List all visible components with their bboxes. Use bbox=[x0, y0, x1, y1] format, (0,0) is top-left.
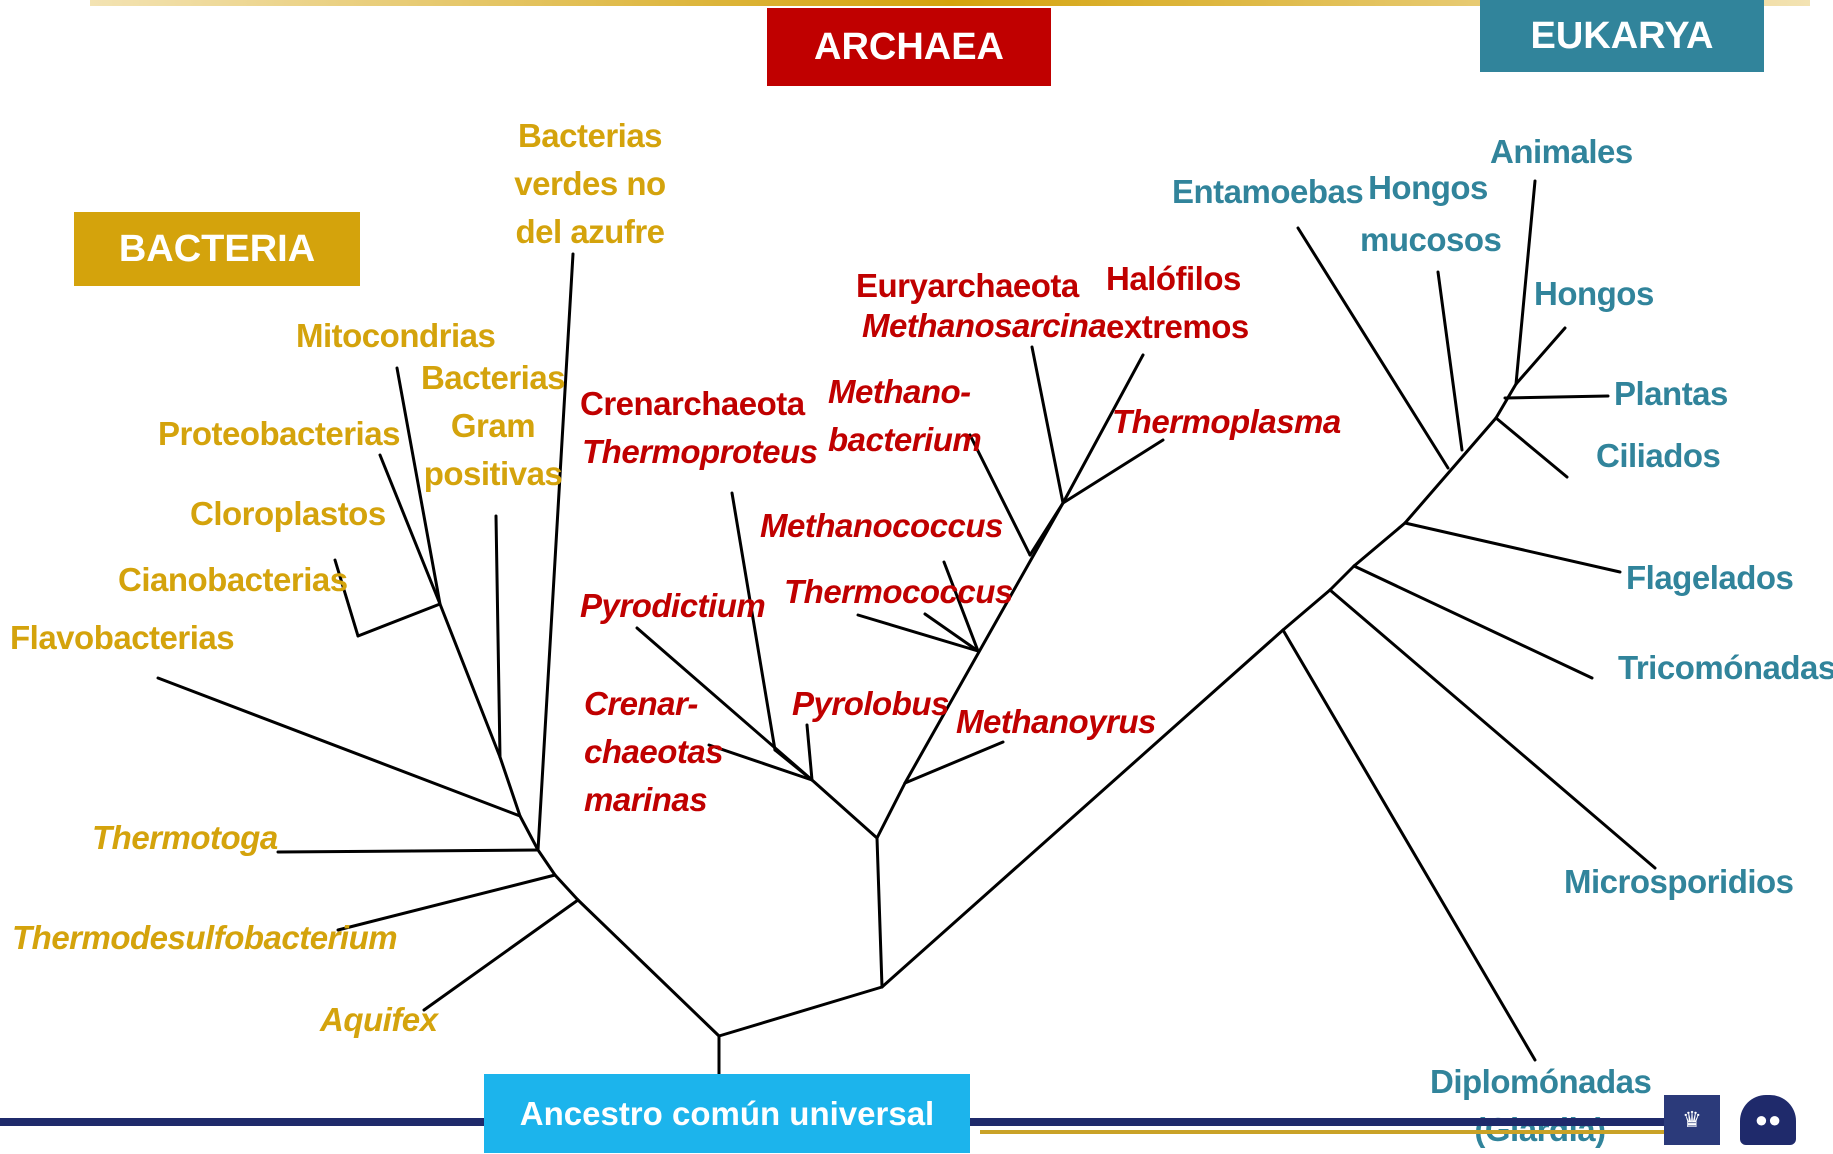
bacteria-node-e bbox=[438, 602, 502, 759]
label-methanopyrus: Methanoyrus bbox=[956, 703, 1156, 740]
microsporidia-branch bbox=[1328, 588, 1657, 870]
chloroplasts-branch bbox=[333, 558, 360, 638]
university-seal-icon: ♛ bbox=[1664, 1095, 1720, 1145]
archaea-domain-label: ARCHAEA bbox=[814, 25, 1004, 68]
eury-main bbox=[903, 501, 1065, 785]
label-methanococcus: Methanococcus bbox=[760, 507, 1003, 544]
eukarya-main bbox=[880, 628, 1285, 989]
label-pyrolobus: Pyrolobus bbox=[792, 685, 949, 722]
entamoebae-branch bbox=[1296, 226, 1450, 470]
bacteria-domain-label: BACTERIA bbox=[118, 227, 316, 270]
label-gram-positive-bacteria: Bacterias Gram positivas bbox=[420, 359, 566, 492]
label-ciliates: Ciliados bbox=[1596, 437, 1721, 474]
eury-upper bbox=[1028, 501, 1065, 557]
bacteria-node-b bbox=[536, 848, 557, 877]
slime-molds-branch bbox=[1436, 270, 1464, 452]
pyrolobus-branch bbox=[805, 723, 814, 782]
bacteria-node-d bbox=[498, 755, 522, 818]
methanobacterium-branch bbox=[968, 433, 1032, 557]
cyanobacteria-branch bbox=[356, 602, 442, 638]
label-extreme-halophiles: Halófilos extremos bbox=[1106, 260, 1249, 345]
ancestor-box: Ancestro común universal bbox=[484, 1074, 970, 1153]
thermoplasma-branch bbox=[1061, 438, 1165, 505]
crown-stem bbox=[1494, 382, 1518, 420]
methanococcus-branch bbox=[942, 560, 980, 653]
bacteria-node-c bbox=[518, 814, 540, 852]
label-trichomonads: Tricomónadas bbox=[1618, 649, 1833, 686]
label-methanosarcina: Methanosarcina bbox=[862, 307, 1107, 344]
label-fungi: Hongos bbox=[1534, 275, 1654, 312]
eukarya-domain-box: EUKARYA bbox=[1480, 0, 1764, 72]
eukarya-node-c bbox=[1352, 521, 1407, 568]
bacteria-domain-box: BACTERIA bbox=[74, 212, 360, 286]
faculty-logo-icon: ●● bbox=[1740, 1095, 1796, 1145]
thermococcus-tip bbox=[856, 613, 980, 653]
thermoproteus-branch bbox=[773, 748, 814, 782]
bottom-accent-rule bbox=[980, 1130, 1700, 1134]
methanosarcina-branch bbox=[1030, 345, 1065, 505]
halophile-branch bbox=[1061, 353, 1145, 505]
label-diplomonads: Diplomónadas (Giardia) bbox=[1430, 1063, 1652, 1148]
label-cyanobacteria: Cianobacterias bbox=[118, 561, 348, 598]
label-slime-molds: Hongos mucosos bbox=[1360, 169, 1502, 258]
label-microsporidia: Microsporidios bbox=[1564, 863, 1794, 900]
diplomonads-branch bbox=[1281, 628, 1537, 1062]
animals-branch bbox=[1514, 179, 1537, 386]
bacteria-node-a bbox=[553, 873, 580, 902]
bacteria-main bbox=[576, 898, 721, 1038]
thermoproteus-tip bbox=[730, 491, 777, 752]
label-flagellates: Flagelados bbox=[1626, 559, 1794, 596]
label-euryarchaeota: Euryarchaeota bbox=[856, 267, 1079, 304]
label-thermodesulfobacterium: Thermodesulfobacterium bbox=[12, 919, 398, 956]
eukarya-node-b bbox=[1328, 564, 1356, 592]
mitochondria-branch bbox=[395, 366, 442, 606]
label-chloroplasts: Cloroplastos bbox=[190, 495, 386, 532]
label-thermoproteus: Thermoproteus bbox=[582, 433, 818, 470]
methanopyrus-branch bbox=[903, 740, 1005, 785]
top-decorative-rule bbox=[90, 0, 1810, 6]
label-green-nonsulfur-bacteria: Bacterias verdes no del azufre bbox=[514, 117, 666, 250]
archaea-domain-box: ARCHAEA bbox=[767, 8, 1051, 86]
proteobacteria-branch bbox=[378, 453, 442, 606]
ancestor-label: Ancestro común universal bbox=[519, 1094, 935, 1132]
archaea-stem bbox=[875, 836, 884, 989]
label-proteobacteria: Proteobacterias bbox=[158, 415, 400, 452]
label-mitochondria: Mitocondrias bbox=[296, 317, 496, 354]
label-entamoebae: Entamoebas bbox=[1172, 173, 1364, 210]
crenarchaeota-stem bbox=[810, 778, 879, 840]
gram-positive-branch bbox=[494, 514, 502, 759]
trunk-right bbox=[717, 985, 884, 1038]
marine-crenarchaeota-branch bbox=[707, 743, 814, 782]
eukarya-node-a bbox=[1281, 588, 1332, 632]
label-aquifex: Aquifex bbox=[320, 1001, 438, 1038]
aquifex-branch bbox=[422, 898, 580, 1012]
green-nonsulfur-branch bbox=[536, 252, 575, 852]
eukarya-domain-label: EUKARYA bbox=[1530, 14, 1714, 57]
label-marine-crenarchaeota: Crenar- chaeotas marinas bbox=[584, 685, 724, 818]
label-thermococcus: Thermococcus bbox=[784, 573, 1013, 610]
label-pyrodictium: Pyrodictium bbox=[580, 587, 766, 624]
plants-branch bbox=[1503, 394, 1610, 400]
label-plants: Plantas bbox=[1614, 375, 1728, 412]
flavobacteria-branch bbox=[156, 676, 522, 818]
eukarya-upper bbox=[1403, 416, 1498, 525]
ciliates-branch bbox=[1494, 416, 1569, 479]
thermotoga-branch bbox=[276, 848, 540, 854]
thermodesulfobacterium-branch bbox=[336, 873, 557, 932]
label-crenarchaeota: Crenarchaeota bbox=[580, 385, 805, 422]
label-thermoplasma: Thermoplasma bbox=[1112, 403, 1341, 440]
label-thermotoga: Thermotoga bbox=[92, 819, 278, 856]
euryarchaeota-stem bbox=[875, 781, 907, 840]
label-flavobacteria: Flavobacterias bbox=[10, 619, 235, 656]
label-animals: Animales bbox=[1490, 133, 1633, 170]
thermococcus-branch bbox=[923, 612, 980, 653]
trichomonads-branch bbox=[1352, 564, 1594, 680]
fungi-branch bbox=[1514, 326, 1567, 386]
flagellates-branch bbox=[1403, 521, 1622, 574]
label-methanobacterium: Methano- bacterium bbox=[828, 373, 982, 458]
